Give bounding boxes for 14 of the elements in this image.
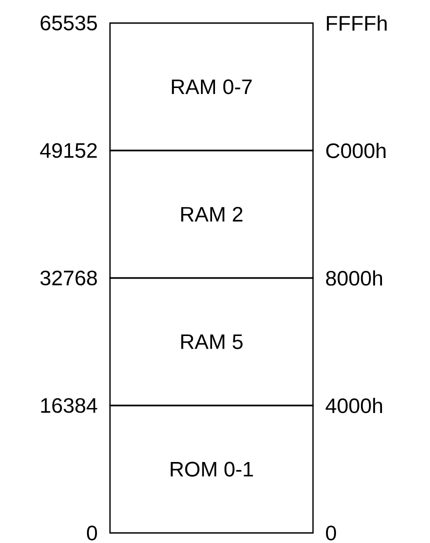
address-label: 4000h <box>326 398 382 414</box>
address-label: 0 <box>86 526 97 540</box>
address-label: FFFFh <box>326 15 387 31</box>
memory-block: RAM 0-7 <box>109 22 314 152</box>
address-label: 32768 <box>40 270 97 286</box>
address-label: C000h <box>326 142 386 158</box>
memory-block: RAM 2 <box>109 150 314 279</box>
memory-block: ROM 0-1 <box>109 404 314 534</box>
address-label: 49152 <box>40 143 97 158</box>
address-label: 0 <box>326 526 336 540</box>
memory-block: RAM 5 <box>109 277 314 406</box>
address-label: 16384 <box>41 398 98 413</box>
address-label: 8000h <box>326 270 382 286</box>
address-label: 65535 <box>40 16 97 30</box>
